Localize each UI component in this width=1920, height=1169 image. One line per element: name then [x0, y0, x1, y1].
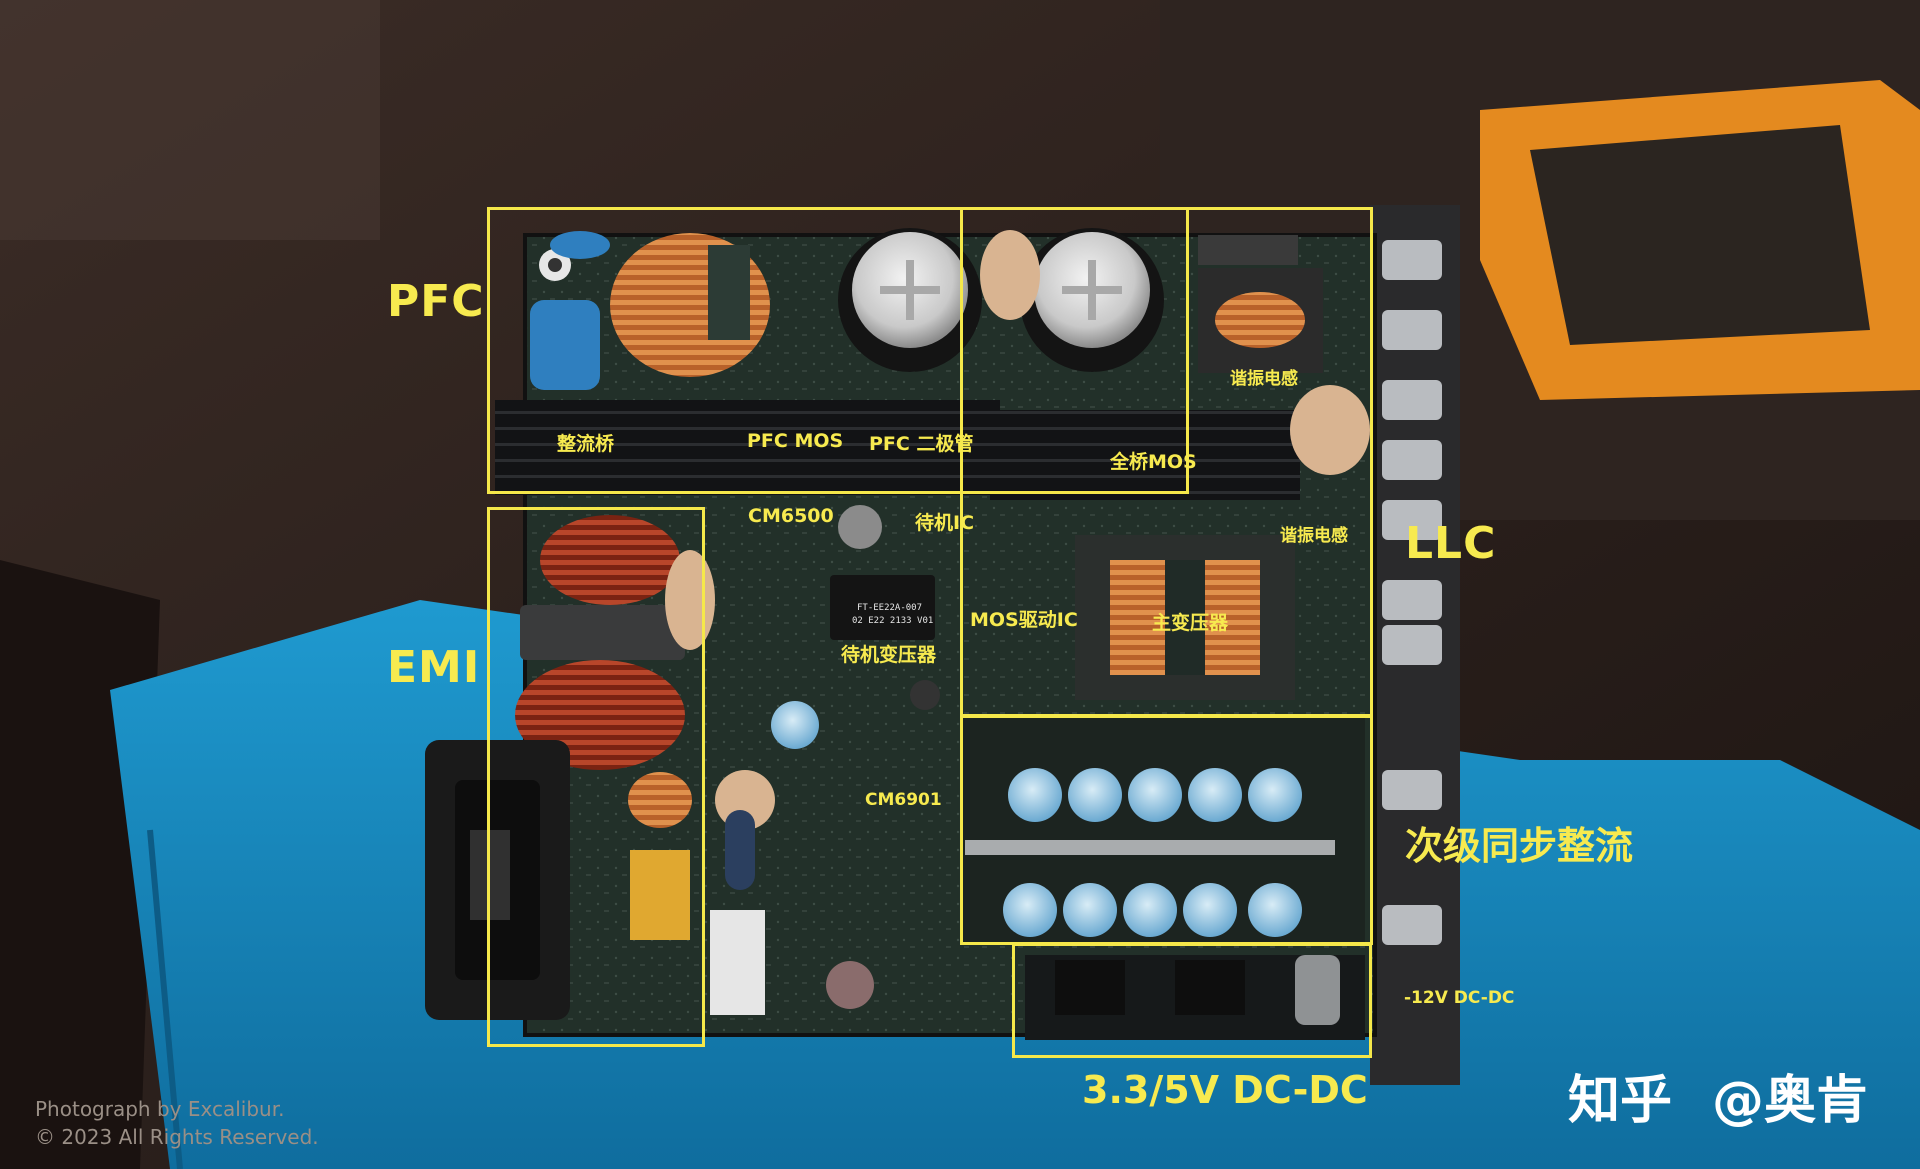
standby-ic-label: 待机IC — [915, 512, 975, 534]
standby-transformer-label: 待机变压器 — [841, 644, 937, 666]
full-bridge-mos-label: 全桥MOS — [1110, 451, 1197, 473]
dcdc-12-label: -12V DC-DC — [1404, 988, 1515, 1008]
main-transformer-label: 主变压器 — [1152, 612, 1229, 634]
zhihu-watermark: 知乎 — [1568, 1071, 1673, 1131]
llc-label: LLC — [1405, 518, 1497, 569]
dcdc-33-5-box — [1012, 943, 1372, 1058]
author-watermark: @奥肯 — [1712, 1071, 1869, 1131]
standby-transformer-code-marking: 02 E22 2133 V01 — [852, 616, 934, 626]
cm6500-label: CM6500 — [748, 505, 834, 527]
bridge-rectifier-label: 整流桥 — [557, 433, 615, 455]
secondary-sync-rect-label: 次级同步整流 — [1405, 824, 1634, 868]
standby-transformer-part-marking: FT-EE22A-007 — [857, 603, 923, 613]
pfc-mos-label: PFC MOS — [747, 430, 844, 452]
pfc-diode-label: PFC 二极管 — [869, 433, 974, 455]
cm6901-label: CM6901 — [865, 790, 942, 810]
resonant-inductor-top-label: 谐振电感 — [1230, 369, 1298, 389]
pfc-box — [487, 207, 1189, 494]
emi-label: EMI — [387, 642, 481, 693]
photo-credit-line2: © 2023 All Rights Reserved. — [35, 1125, 319, 1149]
dcdc-33-5-label: 3.3/5V DC-DC — [1082, 1068, 1368, 1112]
resonant-inductor-right-label: 谐振电感 — [1280, 526, 1348, 546]
secondary-sync-rect-box — [960, 715, 1373, 945]
emi-box — [487, 507, 705, 1047]
pfc-label: PFC — [387, 276, 485, 327]
mos-driver-ic-label: MOS驱动IC — [970, 609, 1078, 631]
photo-credit-line1: Photograph by Excalibur. — [35, 1097, 285, 1121]
